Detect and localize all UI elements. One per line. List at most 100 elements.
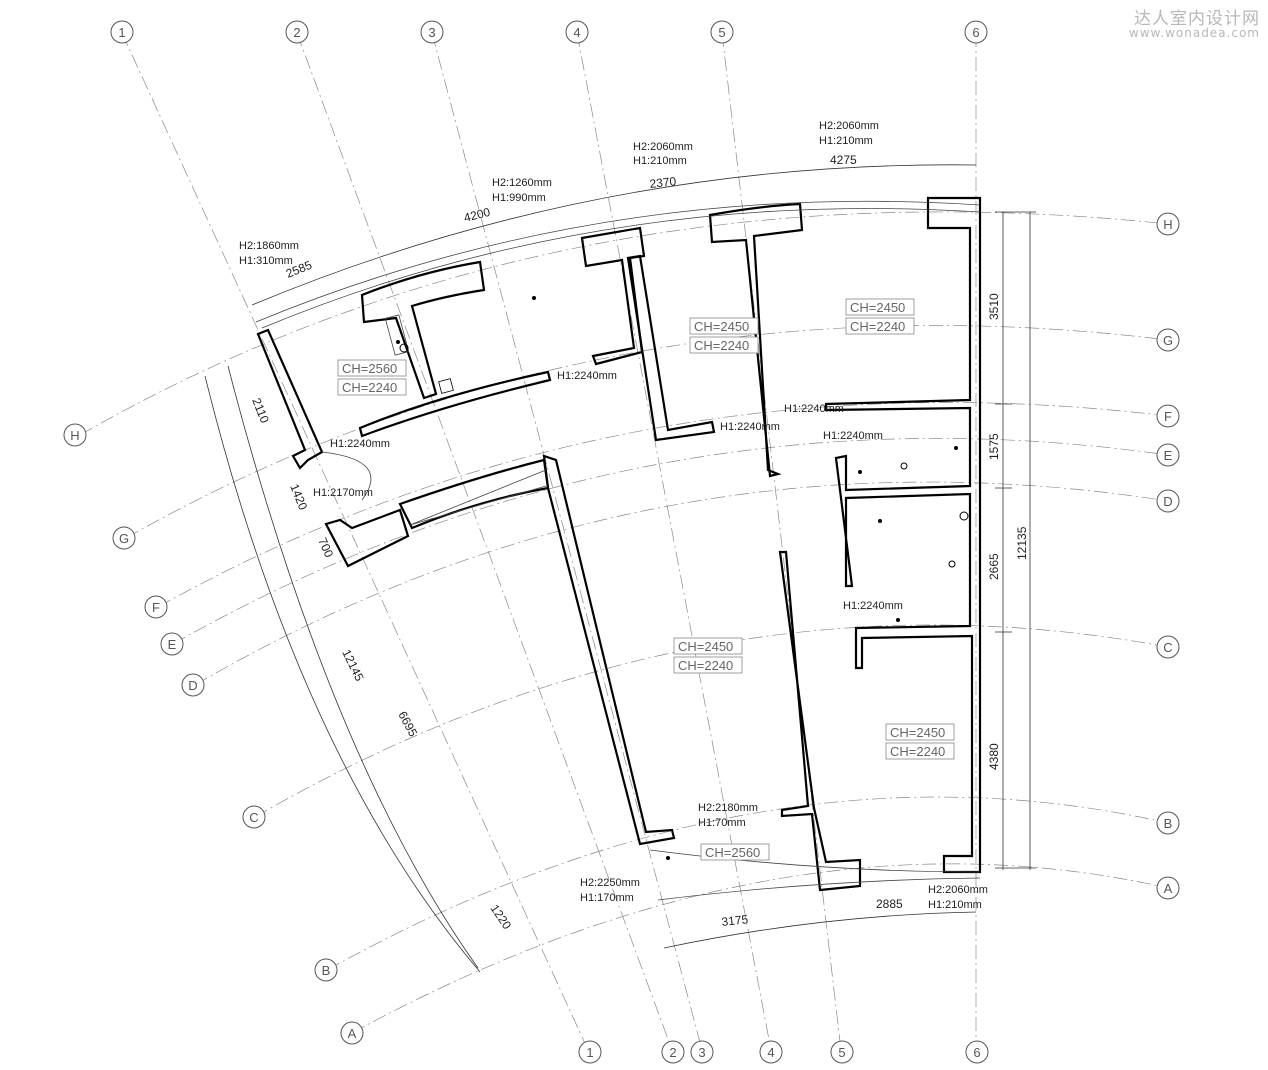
ceiling-tag: CH=2450 (845, 298, 915, 316)
svg-text:1: 1 (586, 1045, 593, 1060)
grid-bubble: H (63, 423, 87, 447)
axis-5 (721, 32, 842, 1051)
dim-label: 2885 (876, 897, 903, 911)
svg-text:5: 5 (838, 1045, 845, 1060)
grid-bubble: A (1156, 876, 1180, 900)
wall-central-spine (542, 454, 676, 846)
svg-text:1: 1 (118, 25, 125, 40)
svg-text:G: G (119, 531, 129, 546)
grid-bubble: 6 (964, 20, 988, 44)
window-note-h1: H1:990mm (492, 192, 546, 204)
grid-bubble: E (160, 632, 184, 656)
grid-bubble: D (1156, 489, 1180, 513)
walls (255, 196, 982, 901)
door-note: H1:2240mm (843, 600, 903, 612)
grid-bubble: F (1156, 404, 1180, 428)
fixtures (396, 296, 969, 860)
door-swing (321, 451, 372, 501)
grid-bubbles-bottom: 1 2 3 4 5 6 (578, 1040, 989, 1064)
cabinet (384, 314, 410, 356)
svg-text:D: D (188, 678, 197, 693)
dimension-lines (204, 164, 1036, 973)
wall-bath-top (360, 260, 486, 400)
dim-label: 3510 (987, 293, 1001, 320)
svg-text:E: E (1164, 448, 1173, 463)
axis-G (125, 325, 1169, 539)
axis-4 (576, 32, 772, 1051)
wall-right-outer (824, 196, 982, 874)
grid-bubble: C (242, 805, 266, 829)
glazing-top (255, 200, 981, 323)
drain-icon (532, 296, 536, 300)
grid-bubble: A (340, 1021, 364, 1045)
dim-label: 6695 (395, 709, 420, 739)
svg-text:CH=2240: CH=2240 (694, 338, 749, 353)
beam-tag: CH=2240 (885, 742, 955, 760)
wall-corridor (358, 370, 552, 438)
grid-bubble: 3 (420, 20, 444, 44)
grid-bubble: G (1156, 328, 1180, 352)
door-note: H1:2240mm (823, 430, 883, 442)
wall-room3-top (708, 202, 804, 478)
svg-text:G: G (1163, 333, 1173, 348)
dim-label: 3175 (721, 912, 749, 929)
left-dimension-labels: 2110 1420 700 6695 1220 12145 (249, 396, 514, 932)
dim-label: 4275 (830, 153, 857, 167)
door-notes: H1:2240mm H1:2240mm H1:2240mm H1:2240mm … (313, 370, 903, 612)
grid-bubble: 3 (690, 1040, 714, 1064)
grid-bubble: 2 (285, 20, 309, 44)
svg-text:A: A (348, 1026, 357, 1041)
svg-text:CH=2240: CH=2240 (678, 658, 733, 673)
drain-icon (396, 340, 400, 344)
svg-text:CH=2450: CH=2450 (678, 639, 733, 654)
grid-bubble: 4 (565, 20, 589, 44)
window-note-h2: H2:2060mm (819, 120, 879, 132)
grid-bubble: C (1156, 635, 1180, 659)
drain-icon (954, 446, 958, 450)
wall-entry-box (324, 508, 410, 568)
svg-text:CH=2240: CH=2240 (342, 380, 397, 395)
beam-tag: CH=2240 (689, 336, 759, 354)
wall-room2-top (580, 226, 646, 366)
svg-text:6: 6 (972, 25, 979, 40)
glazing-bottom (649, 849, 981, 873)
dim-label: 1220 (488, 902, 515, 932)
svg-text:H: H (1163, 217, 1172, 232)
window-note-h2: H2:2060mm (633, 141, 693, 153)
grid-bubble: 2 (661, 1040, 685, 1064)
svg-text:6: 6 (973, 1045, 980, 1060)
dim-label-total: 12145 (339, 647, 366, 683)
beam-tags: CH=2240 CH=2240 CH=2240 CH=2240 CH=2240 (337, 317, 955, 760)
right-dimension-labels: 3510 1575 2665 4380 12135 (987, 293, 1029, 770)
watermark-url: www.wonadea.com (1128, 26, 1260, 40)
window-note-h2: H2:2180mm (698, 802, 758, 814)
svg-text:CH=2450: CH=2450 (890, 725, 945, 740)
window-note-h1: H1:210mm (633, 155, 687, 167)
glazing-top-inner (261, 208, 981, 329)
svg-text:4: 4 (573, 25, 580, 40)
drain-icon (858, 470, 862, 474)
wall-left-bay (256, 328, 324, 470)
ceiling-tag: CH=2450 (689, 317, 759, 335)
wall-entry-wedge (398, 458, 550, 530)
svg-text:B: B (1164, 816, 1173, 831)
dim-label: 2665 (987, 553, 1001, 580)
window-note-h2: H2:2060mm (928, 884, 988, 896)
grid-bubble: 5 (710, 20, 734, 44)
svg-text:F: F (1164, 409, 1172, 424)
top-dimension-labels: 2585 4200 2370 4275 (284, 153, 857, 281)
svg-text:CH=2240: CH=2240 (850, 319, 905, 334)
svg-text:2: 2 (293, 25, 300, 40)
dim-label: 4200 (462, 205, 492, 225)
door-note: H1:2240mm (720, 421, 780, 433)
beam-tag: CH=2240 (845, 317, 915, 335)
window-note-h1: H1:70mm (698, 817, 746, 829)
watermark-title: 达人室内设计网 (1134, 9, 1260, 29)
ceiling-tag: CH=2450 (673, 637, 743, 655)
beam-tag: CH=2240 (673, 656, 743, 674)
axis-B (326, 796, 1169, 971)
svg-text:C: C (249, 810, 258, 825)
svg-text:C: C (1163, 640, 1172, 655)
grid-bubble: F (144, 595, 168, 619)
grid-bubble: H (1156, 212, 1180, 236)
